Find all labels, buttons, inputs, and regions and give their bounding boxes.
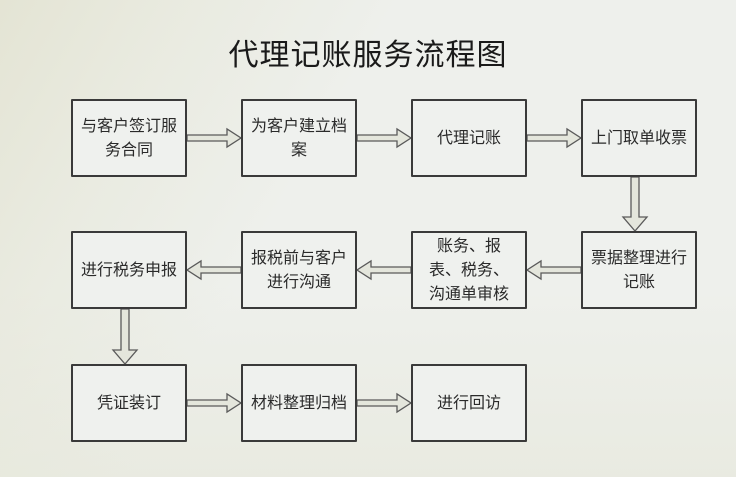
step-label-5: 票据整理进行记账 xyxy=(590,248,687,291)
arrow-1-to-2 xyxy=(186,127,243,149)
arrow-6-to-7 xyxy=(355,259,412,281)
step-label-7: 报税前与客户进行沟通 xyxy=(250,248,347,291)
step-box-11: 进行回访 xyxy=(411,364,527,442)
step-label-3: 代理记账 xyxy=(436,128,501,147)
arrow-2-to-3 xyxy=(356,127,413,149)
step-box-9: 凭证装订 xyxy=(71,364,187,442)
arrow-7-to-8 xyxy=(185,259,242,281)
arrow-10-to-11 xyxy=(356,392,413,414)
step-box-8: 进行税务申报 xyxy=(71,231,187,309)
arrow-8-to-9 xyxy=(111,308,139,365)
step-box-5: 票据整理进行记账 xyxy=(581,231,697,309)
step-box-1: 与客户签订服务合同 xyxy=(71,99,187,177)
arrow-4-to-5 xyxy=(621,176,649,232)
arrow-3-to-4 xyxy=(526,127,583,149)
step-label-4: 上门取单收票 xyxy=(590,128,687,147)
step-label-8: 进行税务申报 xyxy=(80,260,177,279)
step-box-4: 上门取单收票 xyxy=(581,99,697,177)
step-label-10: 材料整理归档 xyxy=(250,393,347,412)
step-box-6: 账务、报表、税务、沟通单审核 xyxy=(411,231,527,309)
diagram-title: 代理记账服务流程图 xyxy=(228,38,508,73)
step-label-11: 进行回访 xyxy=(436,393,501,412)
step-box-7: 报税前与客户进行沟通 xyxy=(241,231,357,309)
step-box-10: 材料整理归档 xyxy=(241,364,357,442)
step-label-1: 与客户签订服务合同 xyxy=(80,116,177,159)
step-label-9: 凭证装订 xyxy=(96,393,161,412)
step-box-2: 为客户建立档案 xyxy=(241,99,357,177)
step-box-3: 代理记账 xyxy=(411,99,527,177)
step-label-6: 账务、报表、税务、沟通单审核 xyxy=(428,236,509,303)
arrow-5-to-6 xyxy=(525,259,582,281)
step-label-2: 为客户建立档案 xyxy=(250,116,347,159)
arrow-9-to-10 xyxy=(186,392,243,414)
